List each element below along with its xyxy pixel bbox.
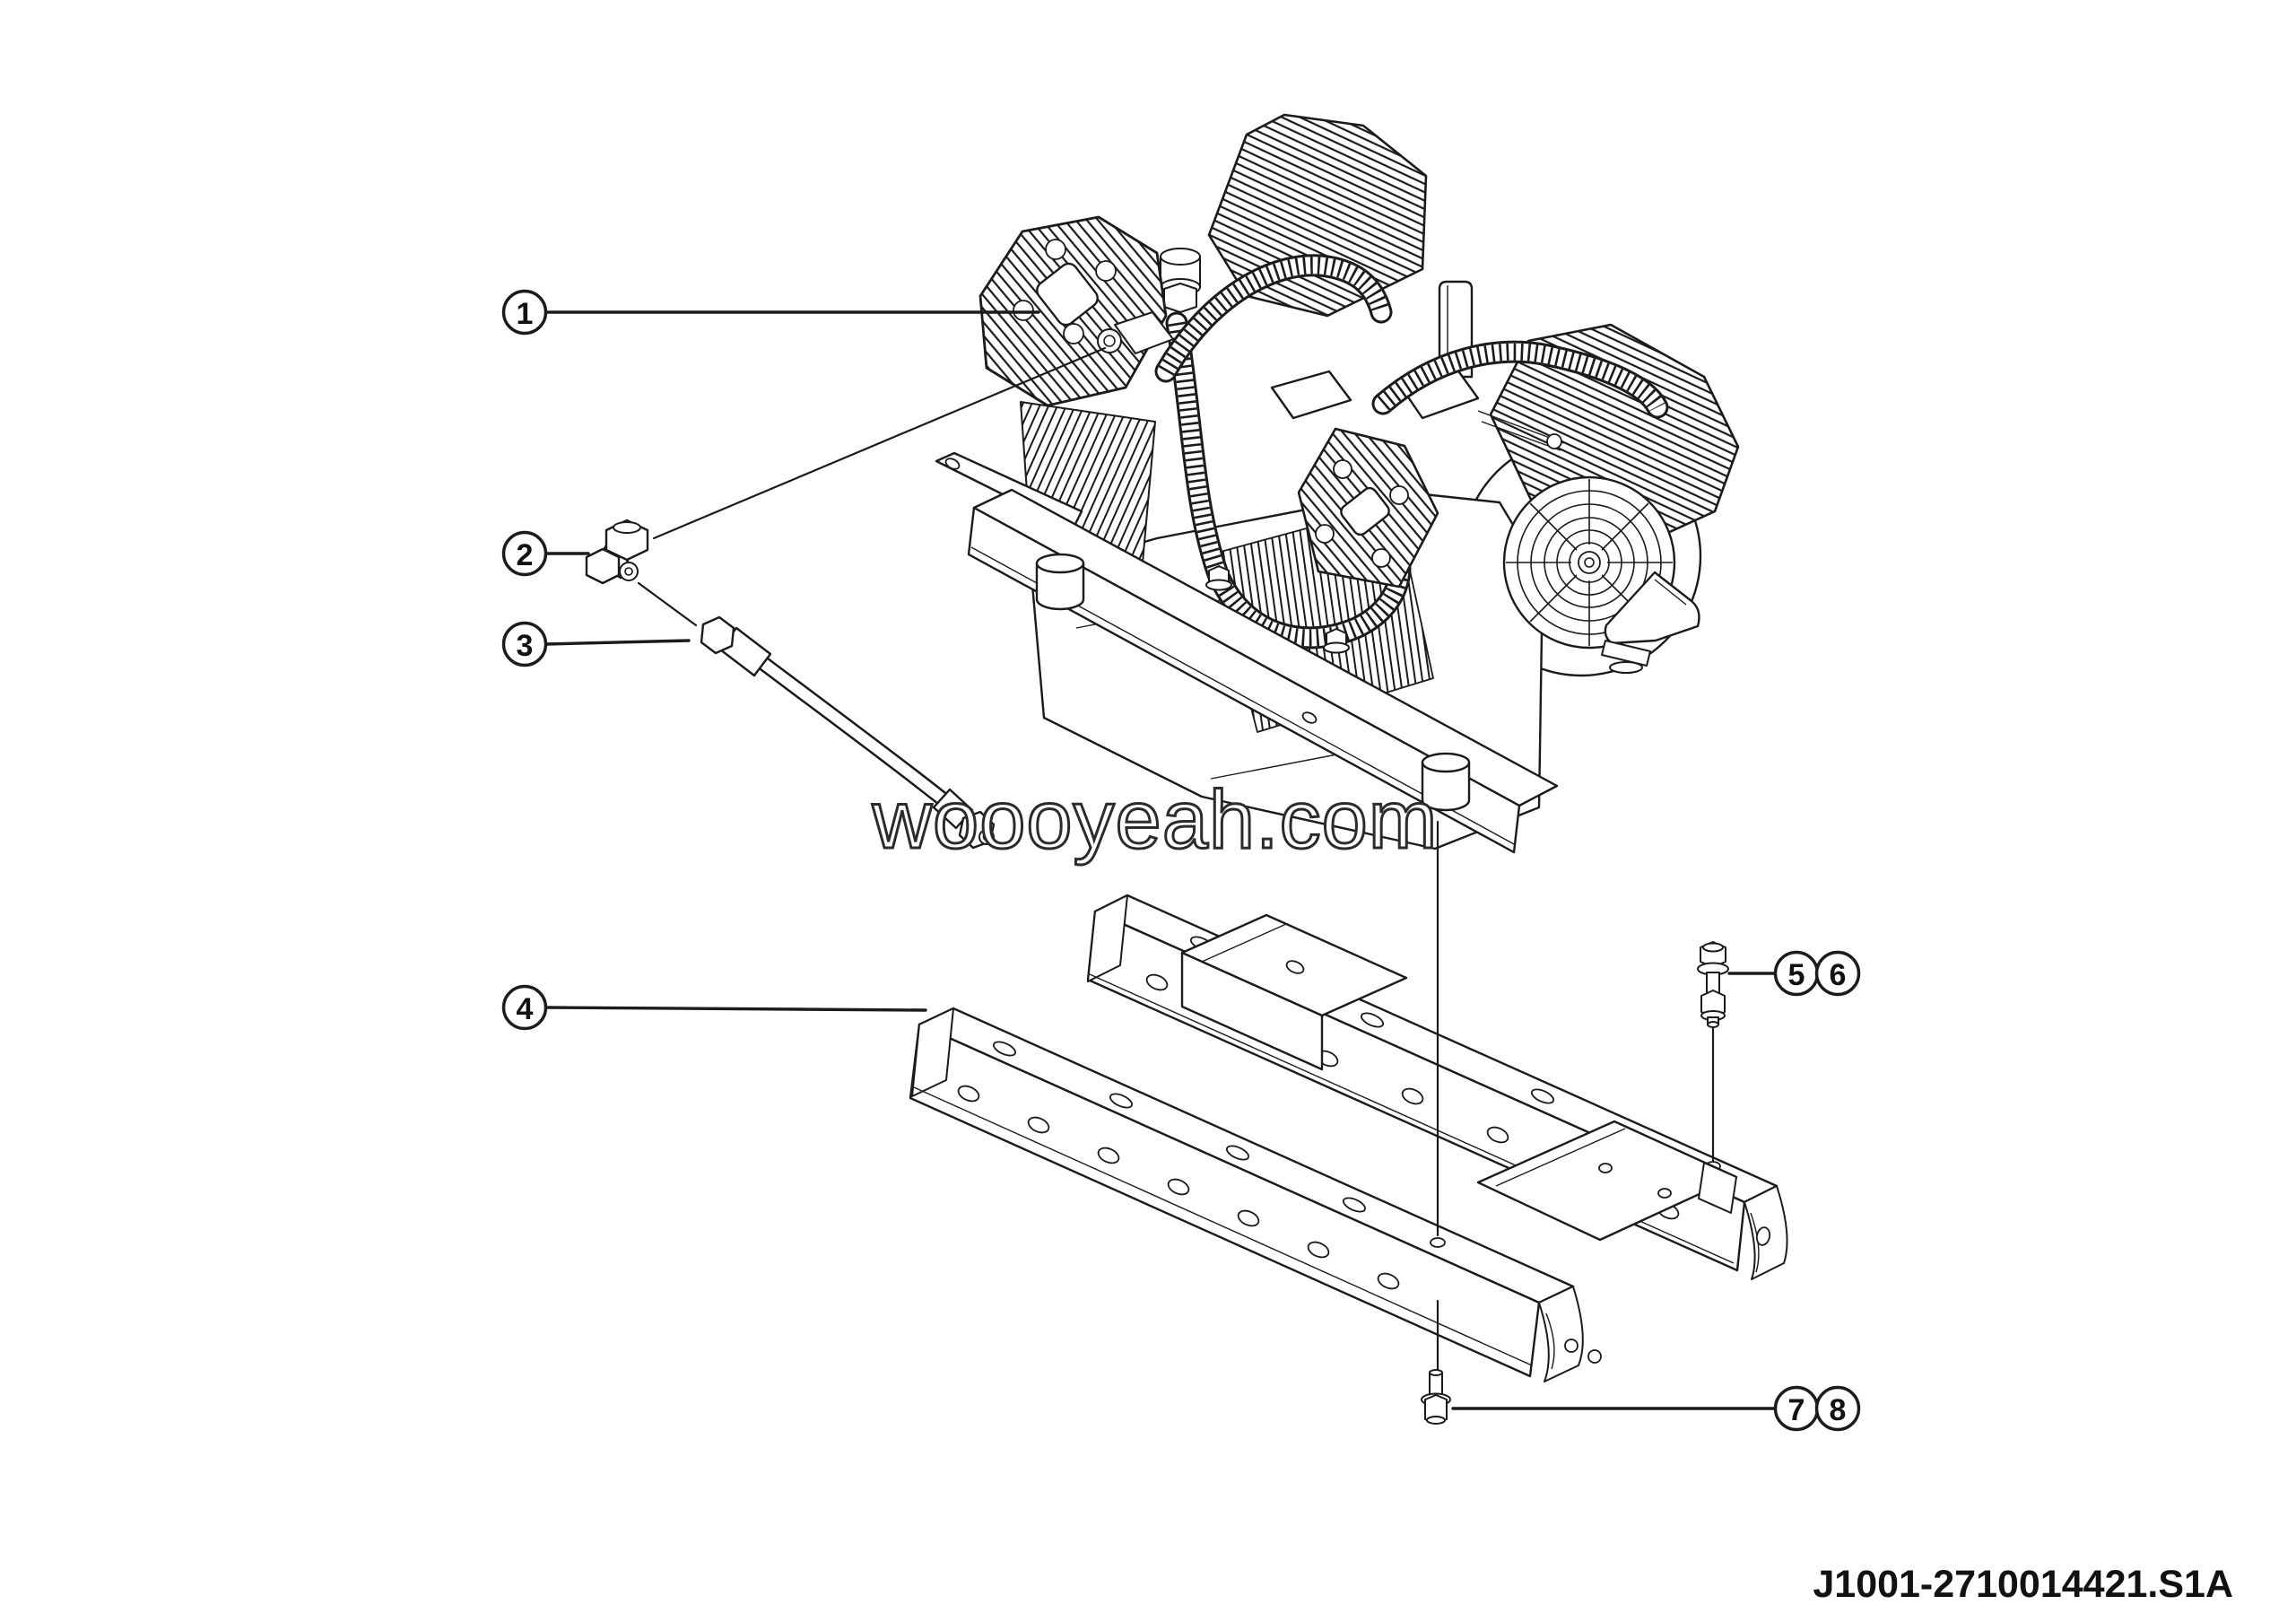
intake-port xyxy=(1160,248,1201,313)
head-valve-pad xyxy=(1340,486,1390,536)
right-mount-bracket xyxy=(1601,571,1700,674)
base-plate-bolt xyxy=(1323,628,1350,654)
leader-1-diagonal xyxy=(652,346,1107,540)
svg-text:8: 8 xyxy=(1830,1393,1847,1427)
head-bolt-hole xyxy=(1095,260,1117,282)
head-bolt-hole xyxy=(1045,239,1066,260)
corrugated-hose-right xyxy=(1371,340,1669,419)
callout-8: 8 xyxy=(1814,1385,1861,1432)
head-bolt-hole xyxy=(1389,485,1409,505)
pump-base-rail xyxy=(935,451,1559,854)
callout-1: 1 xyxy=(501,289,548,336)
callout-7: 7 xyxy=(1773,1385,1820,1432)
bolt-part-7-8 xyxy=(1421,1369,1451,1425)
frame-cross-plate-right xyxy=(1476,1120,1738,1242)
manifold-block xyxy=(1270,370,1352,420)
shroud-support-arm xyxy=(1477,410,1565,451)
elbow-fitting-part-2 xyxy=(585,519,649,585)
fan-hub xyxy=(1578,551,1601,574)
corrugated-hose-center xyxy=(1165,311,1412,650)
callout-2: 2 xyxy=(501,530,548,577)
head-valve-pad xyxy=(1036,262,1099,327)
head-bolt-hole xyxy=(1371,548,1391,568)
callouts: 1 2 3 4 5 6 7 8 xyxy=(501,289,1861,1432)
corrugated-hose-left xyxy=(1154,254,1393,383)
frame-front-rail xyxy=(909,1007,1584,1382)
right-cylinder-head xyxy=(1297,427,1439,589)
rubber-foot-left xyxy=(1035,553,1085,611)
svg-text:4: 4 xyxy=(517,992,534,1026)
leader-2-to-3 xyxy=(637,581,698,627)
left-cylinder-head xyxy=(978,215,1168,407)
leader-lines xyxy=(544,310,1776,1410)
base-plate-bolt xyxy=(1205,565,1232,591)
callout-6: 6 xyxy=(1814,950,1861,997)
flex-hose-part-3 xyxy=(700,615,996,850)
frame-cross-channel-left xyxy=(1180,913,1408,1071)
frame-stud xyxy=(1587,1349,1602,1364)
frame-stud xyxy=(1564,1339,1578,1353)
head-bolt-hole xyxy=(1315,524,1335,544)
discharge-port xyxy=(1097,311,1174,354)
svg-text:5: 5 xyxy=(1788,958,1805,992)
svg-text:1: 1 xyxy=(517,297,534,331)
leader-4 xyxy=(544,1006,927,1012)
leader-3 xyxy=(544,639,691,646)
svg-text:2: 2 xyxy=(517,538,534,572)
callout-3: 3 xyxy=(501,621,548,667)
svg-text:3: 3 xyxy=(517,629,534,663)
watermark-text: woooyeah.com xyxy=(872,774,1439,866)
svg-text:6: 6 xyxy=(1830,958,1847,992)
head-bolt-hole xyxy=(1013,300,1034,321)
head-bolt-hole xyxy=(1063,323,1084,344)
rubber-foot-center xyxy=(1421,752,1471,812)
callout-4: 4 xyxy=(501,984,548,1031)
drawing-number: J1001-2710014421.S1A xyxy=(1813,1563,2233,1606)
bolt-washer-part-5-6 xyxy=(1697,941,1729,1028)
head-bolt-hole xyxy=(1333,459,1352,479)
callout-5: 5 xyxy=(1773,950,1820,997)
compressor-assembly-part-1 xyxy=(935,113,1740,854)
base-frame-part-4 xyxy=(909,894,1788,1382)
svg-text:7: 7 xyxy=(1788,1393,1805,1427)
